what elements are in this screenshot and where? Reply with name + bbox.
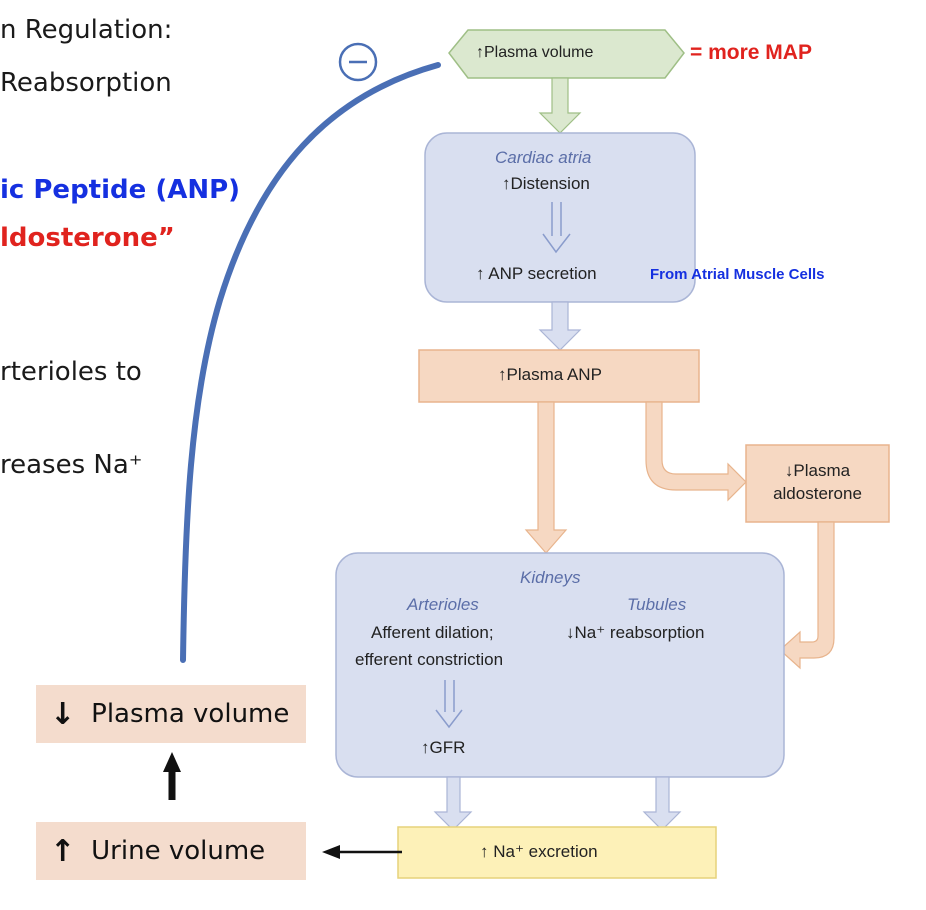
na-excretion-label: ↑ Na⁺ excretion [480, 842, 598, 861]
plasma-aldosterone-line-1: ↓Plasma [784, 461, 851, 480]
distension-arrow [542, 202, 571, 254]
na-excretion-box [397, 826, 717, 879]
inhibition-circle [338, 42, 378, 82]
arrow-urine-to-plasma [163, 752, 181, 800]
cardiac-atria-title: Cardiac atria [495, 148, 592, 167]
down-arrow-icon: ↓ [50, 696, 76, 732]
feedback-curve [180, 62, 441, 663]
kidneys-box [335, 552, 785, 778]
efferent-constriction-label: efferent constriction [355, 650, 504, 669]
plasma-aldosterone-box [745, 444, 890, 523]
arrow-kidneys-to-excretion-right [642, 776, 682, 831]
atrial-muscle-cells-label: From Atrial Muscle Cells [650, 266, 825, 283]
afferent-dilation-label: Afferent dilation; [371, 623, 494, 642]
kidneys-title: Kidneys [520, 568, 581, 587]
up-arrow-icon: ↑ [50, 833, 76, 869]
urine-volume-up-box: ↑ Urine volume [36, 822, 306, 880]
arrow-plasma-to-atria [538, 77, 582, 134]
slide-text-na: reases Na⁺ [0, 450, 143, 480]
plasma-volume-up-label: ↑Plasma volume [476, 44, 594, 61]
slide-text-arterioles: rterioles to [0, 357, 142, 387]
more-map-label: = more MAP [690, 41, 812, 64]
gfr-arrow [435, 680, 463, 729]
plasma-volume-down-label: Plasma volume [91, 699, 290, 729]
slide-text-line-2: Reabsorption [0, 68, 172, 98]
plasma-volume-down-box: ↓ Plasma volume [36, 685, 306, 743]
plasma-aldosterone-line-2: aldosterone [773, 484, 862, 503]
arrow-excretion-to-urine [322, 845, 402, 859]
gfr-label: ↑GFR [421, 738, 466, 757]
arrow-atria-to-anp [538, 301, 582, 351]
arrow-anp-to-kidneys [524, 401, 568, 554]
slide-text-line-1: n Regulation: [0, 15, 173, 45]
arterioles-title: Arterioles [407, 595, 479, 614]
arrow-kidneys-to-excretion-left [433, 776, 473, 831]
plasma-anp-box [418, 349, 700, 403]
distension-label: ↑Distension [502, 174, 590, 193]
urine-volume-up-label: Urine volume [91, 836, 266, 866]
plasma-anp-label: ↑Plasma ANP [498, 365, 602, 384]
na-reabsorption-label: ↓Na⁺ reabsorption [566, 623, 705, 642]
slide-text-anp: ic Peptide (ANP) [0, 175, 241, 205]
arrow-anp-to-aldosterone [645, 401, 747, 502]
tubules-title: Tubules [627, 595, 687, 614]
slide-text-aldosterone: ldosterone” [0, 223, 175, 253]
arrow-aldosterone-to-kidneys [779, 521, 835, 670]
anp-secretion-label: ↑ ANP secretion [476, 264, 597, 283]
plasma-volume-hexagon [448, 29, 685, 79]
